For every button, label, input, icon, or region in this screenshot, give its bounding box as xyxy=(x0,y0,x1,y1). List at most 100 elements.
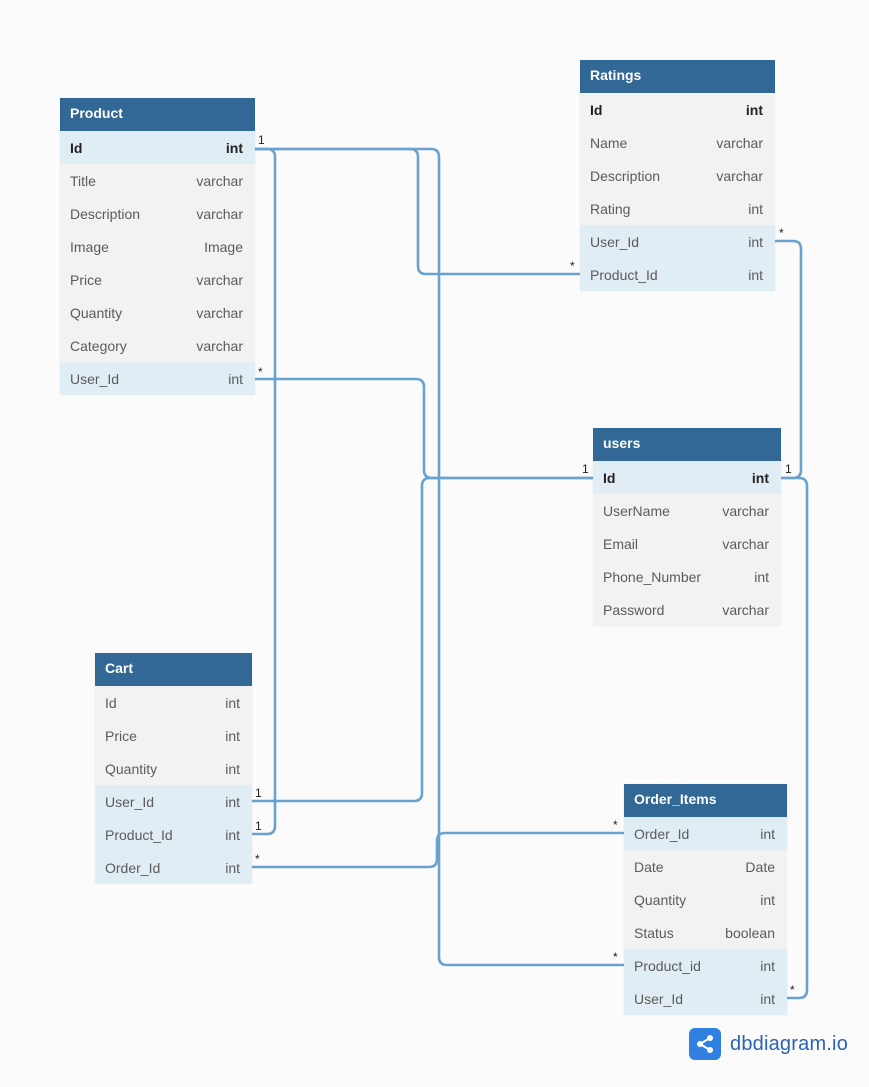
connector-cart-orderitems xyxy=(252,831,624,869)
field-name: User_Id xyxy=(105,793,155,810)
table-row[interactable]: Description varchar xyxy=(580,159,775,192)
field-type: int xyxy=(745,101,763,118)
field-name: Price xyxy=(70,271,102,288)
field-name: Rating xyxy=(590,200,631,217)
cardinality-many: * xyxy=(570,259,575,273)
table-title[interactable]: Product xyxy=(60,98,255,131)
table-row[interactable]: Description varchar xyxy=(60,197,255,230)
table-row[interactable]: Id int xyxy=(580,93,775,126)
field-type: int xyxy=(225,826,240,843)
table-row[interactable]: User_Id int xyxy=(580,225,775,258)
field-name: User_Id xyxy=(590,233,640,250)
field-name: Date xyxy=(634,858,664,875)
table-row[interactable]: User_Id int xyxy=(95,785,252,818)
field-name: Id xyxy=(70,139,83,156)
field-type: int xyxy=(225,859,240,876)
field-type: Date xyxy=(745,858,775,875)
field-name: Description xyxy=(590,167,661,184)
field-name: Description xyxy=(70,205,141,222)
field-type: int xyxy=(748,200,763,217)
field-name: Status xyxy=(634,924,674,941)
cardinality-one: 1 xyxy=(258,133,265,147)
field-name: Id xyxy=(590,101,603,118)
connector-orderitems-users xyxy=(781,476,809,1000)
share-nodes-icon xyxy=(689,1028,721,1060)
table-row[interactable]: Quantity varchar xyxy=(60,296,255,329)
table-row[interactable]: Product_Id int xyxy=(95,818,252,851)
field-type: int xyxy=(760,990,775,1007)
table-row[interactable]: Date Date xyxy=(624,850,787,883)
table-row[interactable]: Name varchar xyxy=(580,126,775,159)
field-type: varchar xyxy=(196,172,243,189)
cardinality-many: * xyxy=(255,852,260,866)
field-name: Password xyxy=(603,601,665,618)
table-row[interactable]: Product_id int xyxy=(624,949,787,982)
field-type: varchar xyxy=(196,205,243,222)
field-type: varchar xyxy=(722,502,769,519)
field-type: int xyxy=(760,957,775,974)
table-row[interactable]: Id int xyxy=(95,686,252,719)
field-type: int xyxy=(225,793,240,810)
table-title[interactable]: Order_Items xyxy=(624,784,787,817)
field-type: int xyxy=(225,694,240,711)
brand-name: dbdiagram.io xyxy=(730,1032,849,1055)
table-row[interactable]: Quantity int xyxy=(624,883,787,916)
table-title[interactable]: users xyxy=(593,428,781,461)
table-title[interactable]: Ratings xyxy=(580,60,775,93)
field-name: Id xyxy=(105,694,117,711)
cardinality-many: * xyxy=(613,950,618,964)
cardinality-many: * xyxy=(258,365,263,379)
field-name: Quantity xyxy=(70,304,123,321)
table-row[interactable]: Rating int xyxy=(580,192,775,225)
field-type: int xyxy=(748,233,763,250)
cardinality-many: * xyxy=(790,983,795,997)
field-type: int xyxy=(751,469,769,486)
field-type: varchar xyxy=(716,134,763,151)
cardinality-one: 1 xyxy=(582,462,589,476)
field-name: Product_Id xyxy=(105,826,173,843)
field-name: Id xyxy=(603,469,616,486)
cardinality-one: 1 xyxy=(785,462,792,476)
connector-product-ratings xyxy=(255,147,580,276)
table-title[interactable]: Cart xyxy=(95,653,252,686)
brand-logo[interactable]: dbdiagram.io xyxy=(689,1028,848,1060)
table-ratings[interactable]: Ratings Id int Name varchar Description var… xyxy=(580,60,775,291)
field-name: Name xyxy=(590,134,628,151)
field-name: Product_id xyxy=(634,957,701,974)
field-name: Quantity xyxy=(634,891,687,908)
connector-product-cart xyxy=(252,147,277,836)
table-row[interactable]: Status boolean xyxy=(624,916,787,949)
field-name: Product_Id xyxy=(590,266,658,283)
field-name: Price xyxy=(105,727,137,744)
field-type: boolean xyxy=(725,924,775,941)
field-name: Image xyxy=(70,238,109,255)
field-type: int xyxy=(225,760,240,777)
field-type: varchar xyxy=(716,167,763,184)
table-row[interactable]: Id int xyxy=(593,461,781,494)
field-name: User_Id xyxy=(70,370,120,387)
field-type: int xyxy=(760,891,775,908)
field-name: Phone_Number xyxy=(603,568,702,585)
field-type: varchar xyxy=(196,304,243,321)
